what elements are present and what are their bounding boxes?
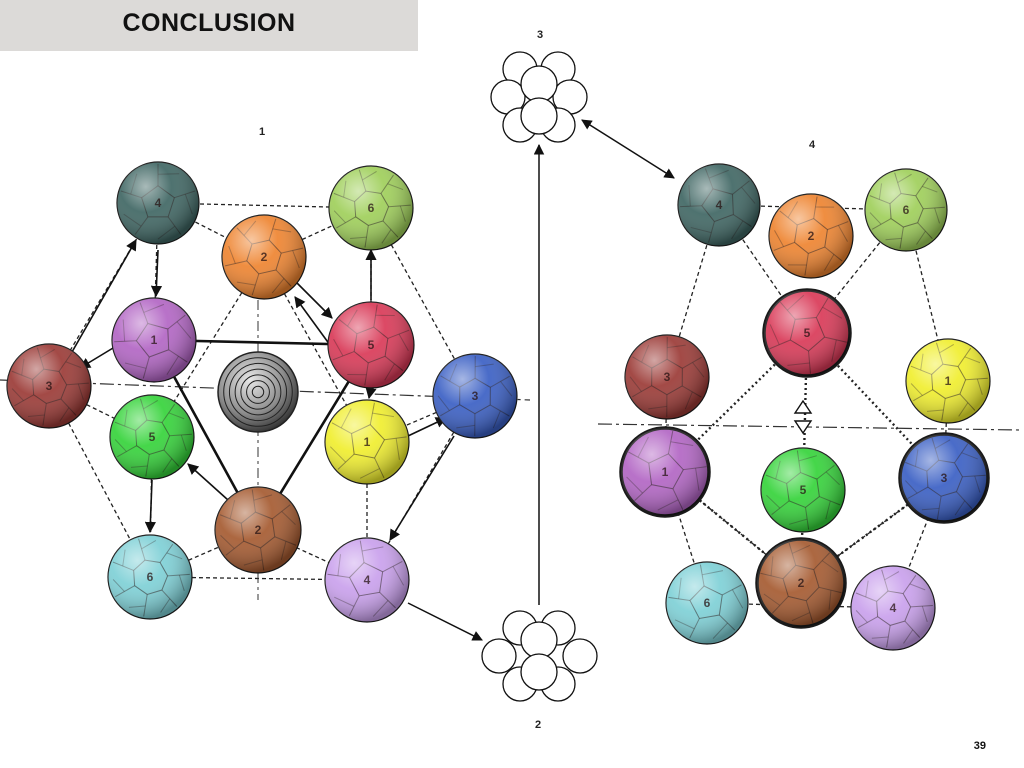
sphere-d4-crimson: 5 [762,288,852,378]
sphere-label: 6 [368,201,375,215]
sphere-label: 4 [364,573,371,587]
figure-label-4: 4 [809,139,816,151]
sphere-label: 2 [798,576,805,590]
sphere-label: 4 [890,601,897,615]
sphere-label: 1 [364,435,371,449]
figure-label-3: 3 [537,29,543,41]
sphere-d1-cyan: 6 [107,534,193,620]
page-title: CONCLUSION [122,9,296,37]
sphere-d4-purple: 1 [619,426,711,518]
sphere-label: 6 [704,596,711,610]
sphere-d1-blue: 3 [432,353,518,439]
sphere-d4-lgreen: 6 [864,168,948,252]
sphere-label: 6 [147,570,154,584]
sphere-label: 1 [945,374,952,388]
sphere-d4-cyan: 6 [665,561,749,645]
sphere-d4-orange: 2 [768,193,854,279]
sphere-d1-crimson: 5 [327,301,415,389]
sphere-label: 3 [472,389,479,403]
sphere-d1-orange: 2 [221,214,307,300]
sphere-d4-maroon: 3 [624,334,710,420]
sphere-label: 1 [151,333,158,347]
diagram4-axis-line [597,423,1021,431]
sphere-d4-lavender: 4 [850,565,936,651]
sphere-label: 5 [804,326,811,340]
sphere-d4-teal: 4 [677,163,761,247]
sphere-label: 3 [664,370,671,384]
sphere-label: 3 [941,471,948,485]
sphere-label: 3 [46,379,53,393]
sphere-d1-brown: 2 [214,486,302,574]
diagram3-flower [490,51,588,143]
sphere-label: 1 [662,465,669,479]
sphere-label: 4 [155,196,162,210]
sphere-label: 5 [149,430,156,444]
diagram1-arrows [71,239,455,541]
sphere-label: 2 [255,523,262,537]
sphere-d1-center [217,351,299,433]
title-banner: CONCLUSION [0,0,418,51]
sphere-d1-lavender: 4 [324,537,410,623]
sphere-d1-lgreen: 6 [328,165,414,251]
figure-label-1: 1 [259,126,265,138]
sphere-label: 5 [368,338,375,352]
flower-arrows [407,119,675,641]
sphere-d4-yellow: 1 [905,338,991,424]
sphere-d4-brown: 2 [755,537,847,629]
sphere-d1-teal: 4 [116,161,200,245]
sphere-d4-bgreen: 5 [760,447,846,533]
diagram4-triangle-markers [793,399,813,435]
sphere-d4-blue: 3 [898,432,990,524]
sphere-d1-purple: 1 [111,297,197,383]
sphere-label: 2 [808,229,815,243]
figure-label-2: 2 [535,719,541,731]
sphere-label: 5 [800,483,807,497]
page-number: 39 [973,740,986,752]
sphere-label: 2 [261,250,268,264]
sphere-d1-maroon: 3 [6,343,92,429]
sphere-label: 6 [903,203,910,217]
sphere-d1-bgreen: 5 [109,394,195,480]
spheres-layer: 4 2 6 1 5 3 3 5 1 2 6 4 4 2 6 5 3 1 1 5 3 6 2 4 [6,161,991,651]
diagram2-flower [481,610,598,702]
sphere-d1-yellow: 1 [324,399,410,485]
sphere-label: 4 [716,198,723,212]
